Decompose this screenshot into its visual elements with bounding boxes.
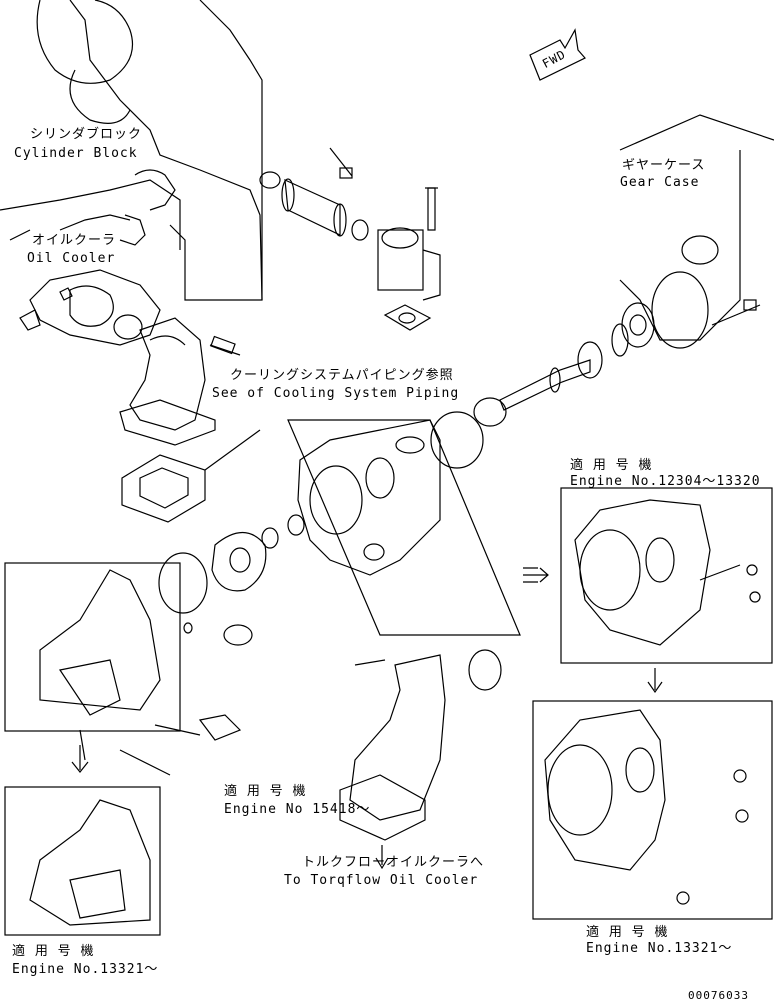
oil-cooler-label-en: Oil Cooler [27,251,116,266]
pipe-tube-drawing [259,147,369,241]
applicability-left-bottom-en: Engine No.13321～ [12,962,159,977]
applicability-left-bottom-jp: 適 用 号 機 [12,944,95,959]
fwd-arrow-shape [529,28,586,81]
cylinder-block-label-en: Cylinder Block [14,146,138,161]
applicability-right-bottom-jp: 適 用 号 機 [586,925,669,940]
cooling-label-en: See of Cooling System Piping [212,386,460,401]
applicability-center-en: Engine No 15418～ [224,802,371,817]
shaft-assembly-drawing [430,302,655,469]
oil-cooler-label-jp: オイルクーラ [32,233,117,248]
cooling-label-jp: クーリングシステムパイピング参照 [230,368,454,383]
o-ring-small-drawing [113,314,143,340]
cylinder-block-drawing [0,0,263,301]
leader-line [204,429,261,471]
bolt-head-drawing [210,335,236,355]
arrow-down-right [647,668,663,694]
pump-parts-drawing [158,514,305,646]
main-housing-drawing [287,419,521,636]
illustration-id: 00076033 [688,989,749,1002]
applicability-right-top-jp: 適 用 号 機 [570,458,653,473]
cylinder-block-label-jp: シリンダブロック [30,127,143,142]
housing-top-drawing [377,187,441,331]
gear-case-label-jp: ギヤーケース [622,158,706,173]
applicability-right-top-en: Engine No.12304～13320 [570,474,761,489]
applicability-center-jp: 適 用 号 機 [224,784,307,799]
oil-cooler-drawing [19,269,161,346]
outlet-pipe-drawing [339,649,502,870]
right-top-box [560,487,773,664]
gear-case-drawing [619,114,774,349]
torqflow-label-jp: トルクフローオイルクーラへ [302,855,485,870]
cover-left-box [4,562,181,761]
arrow-right [523,567,549,583]
lower-bolts-drawing [119,714,242,776]
arrow-down-left [71,745,89,773]
gear-case-label-en: Gear Case [620,175,700,190]
cover-bottom-left-box [4,786,161,936]
gasket-drawing [121,454,206,523]
elbow-pipe-drawing [119,317,216,446]
torqflow-label-en: To Torqflow Oil Cooler [284,873,479,888]
applicability-right-bottom-en: Engine No.13321～ [586,941,733,956]
bolt-drawing [209,344,241,356]
right-bottom-box [532,700,773,920]
